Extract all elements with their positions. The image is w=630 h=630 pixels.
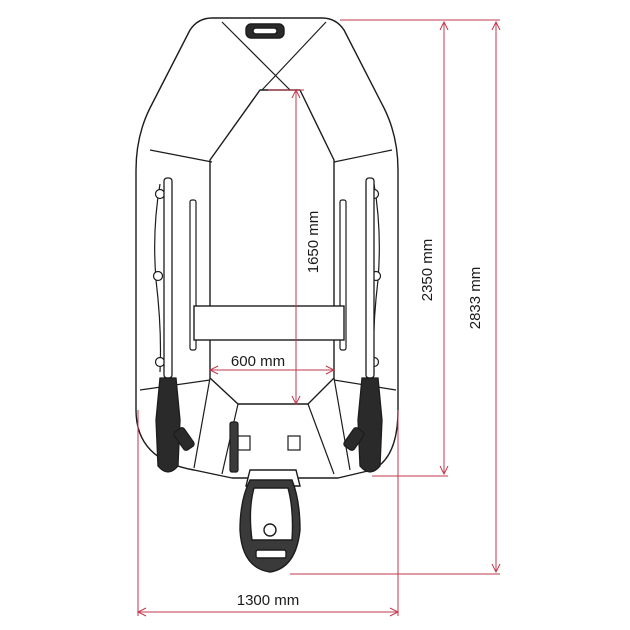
fitting-left (237, 435, 251, 451)
outboard-motor (239, 469, 301, 573)
seam-transom-left (193, 377, 211, 469)
bow-handle-icon (245, 23, 285, 39)
motor-tiller (229, 421, 239, 473)
seam-bow-right (261, 21, 327, 91)
ring-left-2 (152, 270, 164, 282)
dim-label-2350: 2350 mm (419, 239, 436, 302)
dim-label-2833: 2833 mm (467, 267, 484, 330)
seam-right-front (333, 149, 393, 163)
seam-bow-left (221, 21, 291, 91)
dim-label-1650: 1650 mm (305, 211, 322, 274)
oar-right (343, 177, 383, 473)
seam-stern-right (307, 403, 335, 475)
motor-base (255, 549, 287, 559)
dim-label-1300: 1300 mm (237, 592, 300, 609)
seat-bench (193, 305, 345, 341)
transom-fittings (229, 421, 301, 473)
oar-left (155, 177, 195, 473)
seam-transom-right (333, 377, 351, 471)
dimension-lines (136, 19, 501, 617)
fitting-right (287, 435, 301, 451)
ring-left-3 (154, 356, 166, 368)
ring-left-1 (154, 188, 166, 200)
hull-seams (139, 21, 397, 475)
dim-label-600: 600 mm (231, 353, 285, 370)
seam-left-front (149, 149, 213, 163)
motor-cowling-top (249, 487, 294, 541)
motor-logo-icon (263, 523, 277, 537)
